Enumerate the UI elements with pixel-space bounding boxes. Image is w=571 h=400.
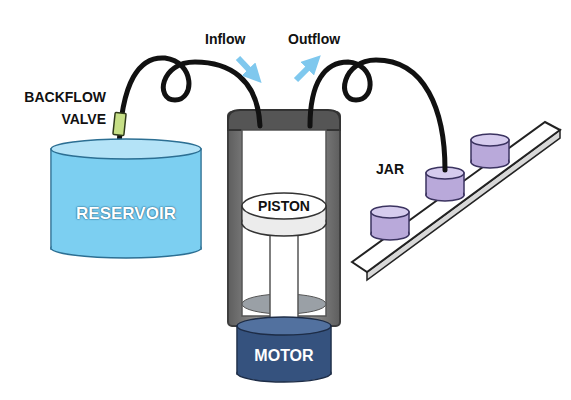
jar [371, 206, 409, 240]
node-label: MOTOR [254, 347, 313, 365]
reservoir-tank: RESERVOIR [50, 138, 202, 260]
pump-housing [228, 112, 340, 326]
valve-symbol [113, 112, 126, 135]
part-label: BACKFLOW VALVE [10, 86, 106, 130]
flow-label: Inflow [205, 28, 245, 50]
flow-arrow [238, 58, 255, 76]
node-text-line: MOTOR [236, 347, 332, 365]
piston-rod [270, 234, 298, 324]
node-label: RESERVOIR [76, 205, 176, 223]
cylinder-shape [50, 138, 202, 260]
node-text-line: RESERVOIR [50, 205, 202, 223]
node-label: PISTON [258, 197, 310, 215]
piston-disk: PISTON [241, 192, 327, 238]
part-label: JAR [376, 158, 404, 180]
motor-unit: MOTOR [236, 316, 332, 384]
jar [471, 134, 509, 168]
flow-arrow [296, 62, 314, 80]
housing-cap [228, 110, 340, 130]
node-text-line: PISTON [241, 197, 327, 215]
conveyor-belt [352, 122, 560, 272]
flow-label: Outflow [288, 28, 340, 50]
inflow-tube [119, 58, 260, 150]
outflow-tube [310, 60, 445, 170]
